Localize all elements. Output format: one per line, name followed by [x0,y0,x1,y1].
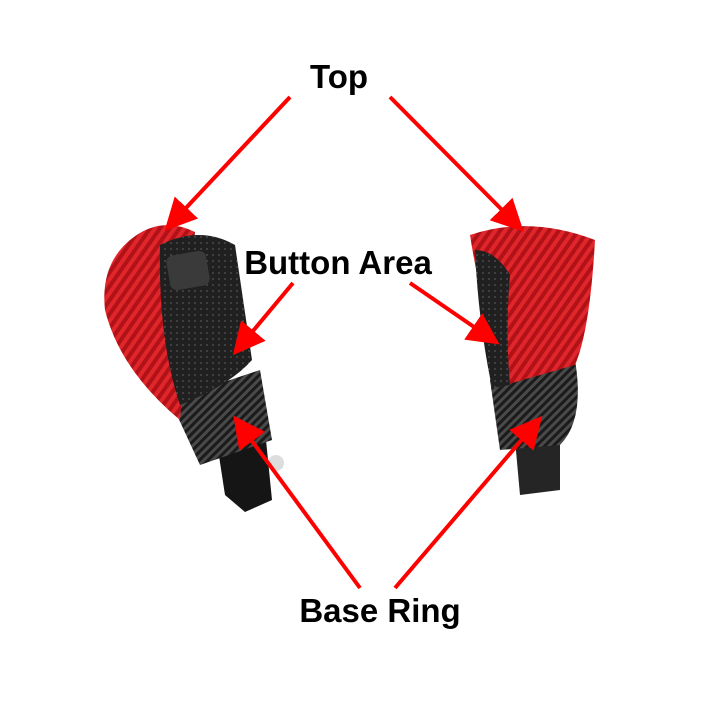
label-button-area: Button Area [244,244,432,281]
arrow-top-left [164,95,292,231]
left-knob-button [166,250,210,291]
label-base-ring: Base Ring [299,592,461,629]
right-shift-knob [470,226,595,495]
annotation-arrows [164,95,543,590]
arrow-button-area-right [408,281,500,345]
arrow-base-ring-left [233,415,362,590]
arrow-top-right [388,95,524,232]
arrow-base-ring-right [393,415,543,590]
right-knob-button-area [475,250,510,388]
label-top: Top [309,58,369,95]
arrow-button-area-left [232,281,295,356]
right-knob-base-connector [515,440,560,495]
